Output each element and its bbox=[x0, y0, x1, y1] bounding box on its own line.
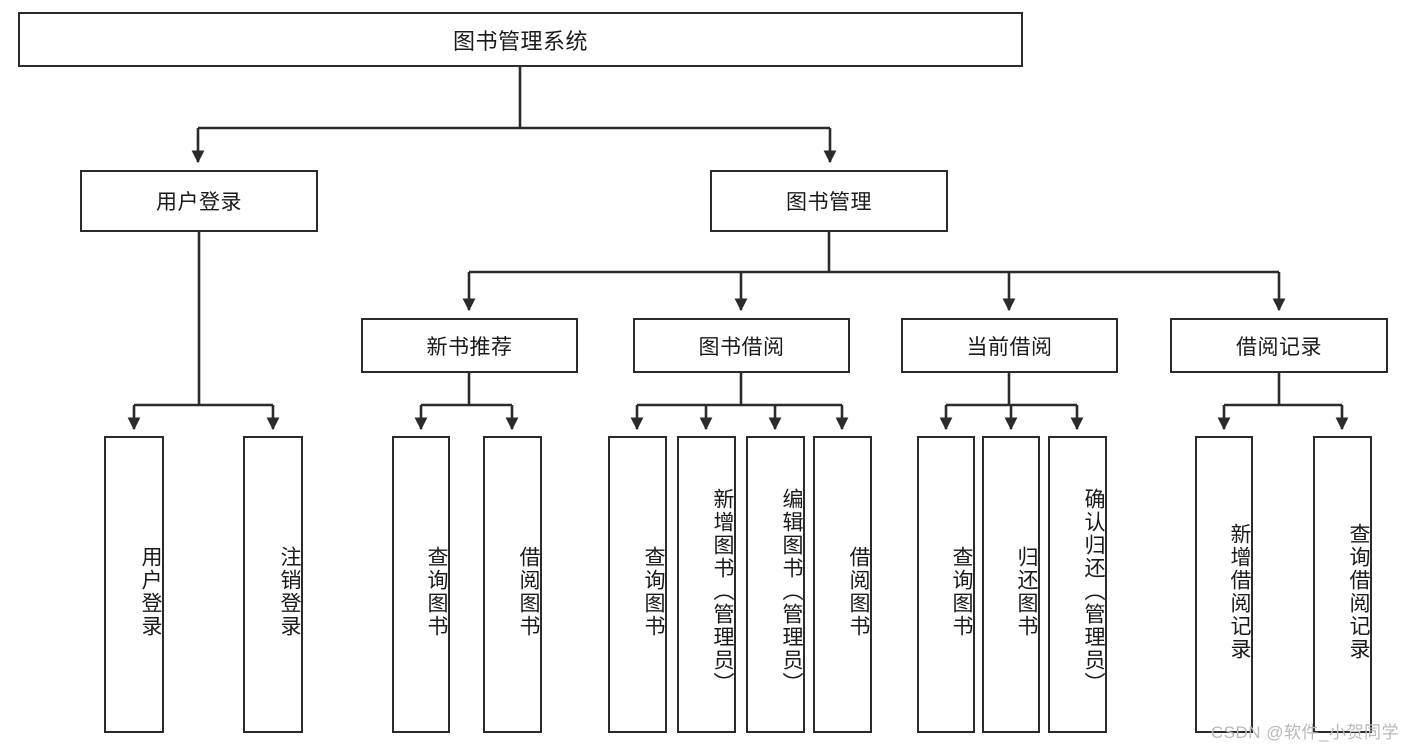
node-new-book-recommend[interactable]: 新书推荐 bbox=[361, 318, 578, 373]
watermark: CSDN @软件_小贺同学 bbox=[1210, 723, 1399, 742]
leaf-borrow-book[interactable]: 借阅图书 bbox=[813, 436, 872, 733]
edges-root-to-level2 bbox=[191, 67, 837, 164]
node-current-borrow[interactable]: 当前借阅 bbox=[901, 318, 1118, 373]
node-new-book-recommend-label: 新书推荐 bbox=[426, 335, 513, 359]
node-book-borrow-label: 图书借阅 bbox=[698, 335, 785, 359]
leaf-query-book-borrow[interactable]: 查询图书 bbox=[608, 436, 667, 733]
node-book-management[interactable]: 图书管理 bbox=[710, 170, 948, 232]
leaf-user-login[interactable]: 用户登录 bbox=[104, 436, 164, 733]
edges-book-borrow-to-leaves bbox=[630, 373, 849, 431]
node-root[interactable]: 图书管理系统 bbox=[18, 12, 1023, 67]
edges-book-management-to-level3 bbox=[462, 232, 1286, 312]
leaf-borrow-book-recommend[interactable]: 借阅图书 bbox=[483, 436, 542, 733]
leaf-query-book-current-label: 查询图书 bbox=[950, 545, 973, 638]
leaf-borrow-book-label: 借阅图书 bbox=[847, 545, 870, 638]
leaf-add-borrow-record-label: 新增借阅记录 bbox=[1228, 522, 1251, 661]
leaf-logout-label: 注销登录 bbox=[278, 545, 301, 638]
leaf-user-login-label: 用户登录 bbox=[139, 545, 162, 638]
leaf-add-borrow-record[interactable]: 新增借阅记录 bbox=[1195, 436, 1253, 733]
leaf-confirm-return-admin[interactable]: 确认归还（管理员） bbox=[1048, 436, 1107, 733]
edges-new-book-recommend-to-leaves bbox=[414, 373, 519, 431]
node-borrow-record-label: 借阅记录 bbox=[1236, 335, 1322, 359]
node-borrow-record[interactable]: 借阅记录 bbox=[1170, 318, 1388, 373]
leaf-logout[interactable]: 注销登录 bbox=[243, 436, 303, 733]
leaf-add-book-admin[interactable]: 新增图书（管理员） bbox=[677, 436, 736, 733]
leaf-query-borrow-record[interactable]: 查询借阅记录 bbox=[1313, 436, 1372, 733]
node-user-login[interactable]: 用户登录 bbox=[80, 170, 318, 232]
edges-user-login-to-leaves bbox=[127, 232, 280, 431]
node-user-login-label: 用户登录 bbox=[156, 191, 242, 214]
leaf-query-book-current[interactable]: 查询图书 bbox=[917, 436, 975, 733]
leaf-return-book[interactable]: 归还图书 bbox=[982, 436, 1040, 733]
edges-current-borrow-to-leaves bbox=[939, 373, 1084, 431]
leaf-borrow-book-recommend-label: 借阅图书 bbox=[517, 545, 540, 638]
leaf-edit-book-admin[interactable]: 编辑图书（管理员） bbox=[746, 436, 805, 733]
node-book-management-label: 图书管理 bbox=[786, 191, 872, 214]
leaf-query-book-recommend[interactable]: 查询图书 bbox=[392, 436, 450, 733]
node-book-borrow[interactable]: 图书借阅 bbox=[633, 318, 850, 373]
leaf-confirm-return-admin-label: 确认归还（管理员） bbox=[1082, 488, 1105, 695]
leaf-add-book-admin-label: 新增图书（管理员） bbox=[711, 488, 734, 695]
leaf-query-borrow-record-label: 查询借阅记录 bbox=[1347, 522, 1370, 661]
leaf-edit-book-admin-label: 编辑图书（管理员） bbox=[780, 488, 803, 695]
leaf-query-book-recommend-label: 查询图书 bbox=[425, 545, 448, 638]
edges-borrow-record-to-leaves bbox=[1217, 373, 1349, 431]
node-root-label: 图书管理系统 bbox=[452, 28, 588, 54]
leaf-return-book-label: 归还图书 bbox=[1015, 545, 1038, 638]
node-current-borrow-label: 当前借阅 bbox=[966, 335, 1053, 359]
leaf-query-book-borrow-label: 查询图书 bbox=[642, 545, 665, 638]
